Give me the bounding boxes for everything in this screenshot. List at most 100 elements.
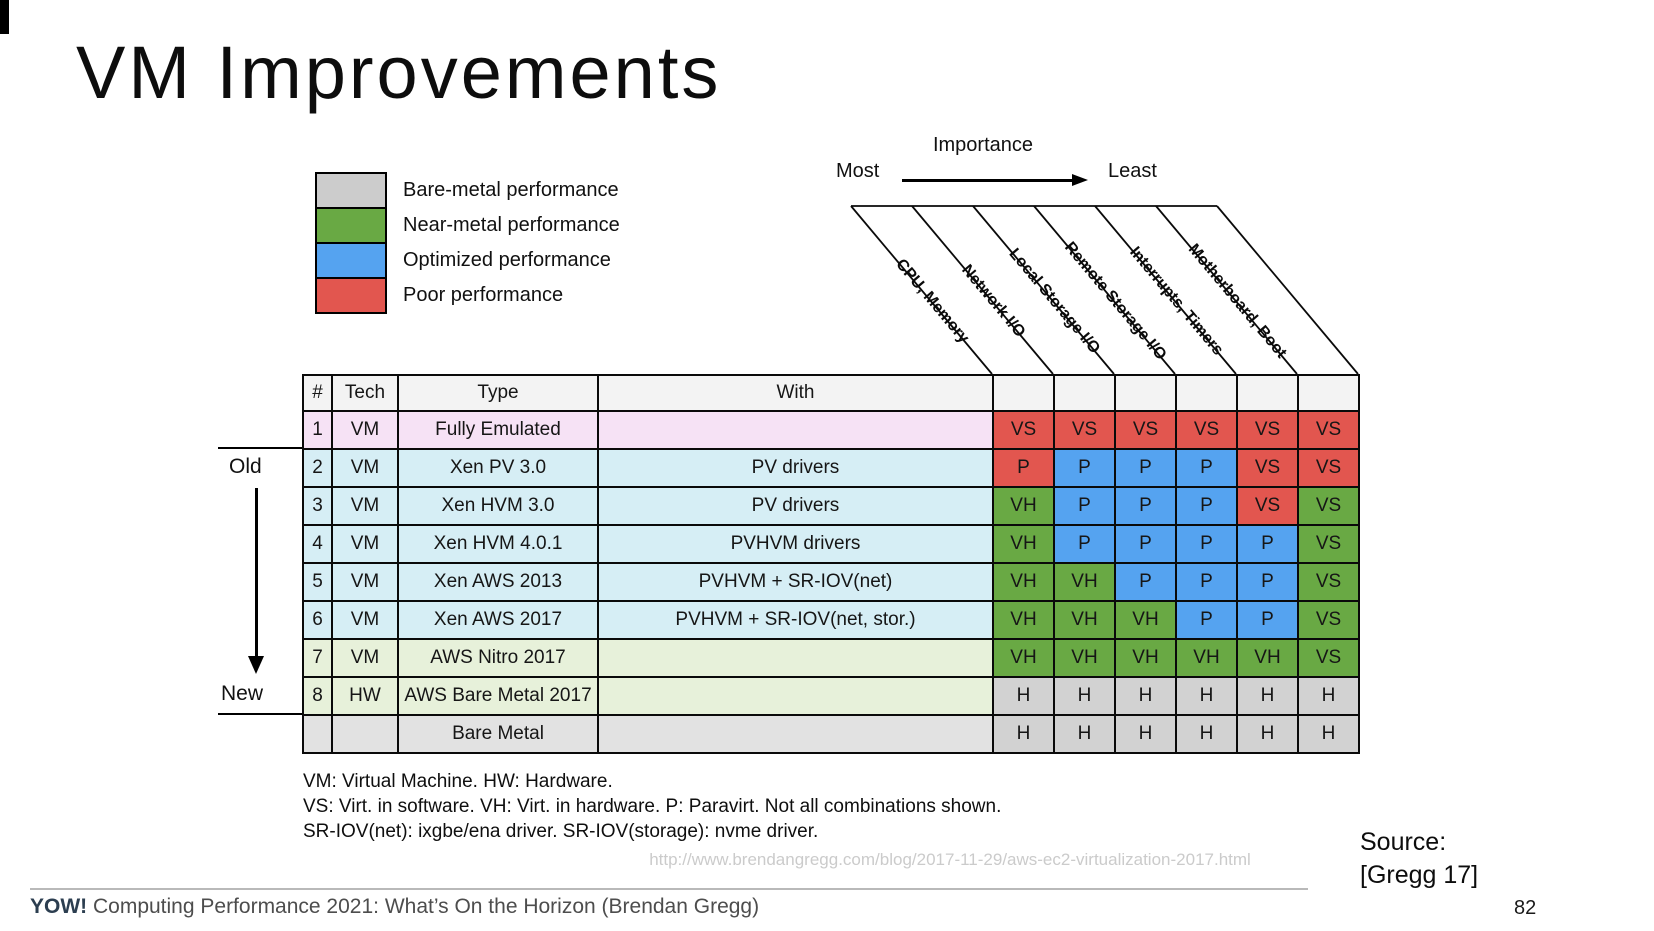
matrix-value-cell: P [1236,600,1299,640]
matrix-value-cell: H [1297,714,1360,754]
watermark-url: http://www.brendangregg.com/blog/2017-11… [649,850,1251,869]
legend-item: Optimized performance [315,242,620,279]
legend-swatch-poor [315,277,387,314]
matrix-value-cell: H [1114,676,1177,716]
matrix-header-value-col [1114,374,1177,412]
legend-label: Bare-metal performance [403,179,619,201]
timeline-new-label: New [221,682,264,705]
legend-label: Near-metal performance [403,214,620,236]
matrix-value-cell: H [1053,676,1116,716]
matrix-value-cell: P [1114,448,1177,488]
timeline-arrowhead-icon [248,656,264,674]
matrix-value-cell: VH [992,638,1055,678]
matrix-cell-type: Xen HVM 3.0 [397,486,599,526]
legend-swatch-optimized [315,242,387,279]
matrix-value-cell: H [1236,676,1299,716]
matrix-cell-tech: VM [331,600,399,640]
matrix-value-cell: H [1236,714,1299,754]
matrix-value-cell: VS [1297,448,1360,488]
legend-item: Poor performance [315,277,620,314]
importance-most-label: Most [836,160,880,182]
matrix-value-cell: P [1053,448,1116,488]
matrix-cell-tech: VM [331,486,399,526]
matrix-value-cell: H [1114,714,1177,754]
matrix-cell-num [302,714,333,754]
legend-item: Bare-metal performance [315,172,620,209]
matrix-value-cell: VS [1297,524,1360,564]
matrix-cell-type: Xen AWS 2013 [397,562,599,602]
legend-swatch-bare-metal [315,172,387,209]
matrix-header-with: With [597,374,994,412]
matrix-value-cell: VS [1114,410,1177,450]
timeline-bottom-tick [218,713,302,715]
matrix-cell-type: Xen PV 3.0 [397,448,599,488]
matrix-cell-num: 6 [302,600,333,640]
matrix-value-cell: VS [1175,410,1238,450]
matrix-value-cell: VS [1236,448,1299,488]
matrix-value-cell: P [1175,486,1238,526]
matrix-value-cell: VH [1114,600,1177,640]
timeline-arrow-line [255,488,258,658]
source-reference: [Gregg 17] [1360,861,1479,889]
matrix-value-cell: P [1236,524,1299,564]
matrix-value-cell: VS [992,410,1055,450]
matrix-header-row: # Tech Type With [302,374,1360,412]
footnotes: VM: Virtual Machine. HW: Hardware. VS: V… [303,769,1001,844]
screen-edge-artifact [0,0,9,34]
legend-swatch-near-metal [315,207,387,244]
matrix-value-cell: VH [1053,638,1116,678]
matrix-cell-type: Xen HVM 4.0.1 [397,524,599,564]
matrix-value-cell: P [1175,600,1238,640]
footer-divider [30,888,1308,890]
legend-item: Near-metal performance [315,207,620,244]
matrix-cell-tech: VM [331,638,399,678]
matrix-cell-tech: VM [331,410,399,450]
footnote-line: VM: Virtual Machine. HW: Hardware. [303,771,613,792]
matrix-value-cell: P [1236,562,1299,602]
matrix-value-cell: VS [1236,486,1299,526]
matrix-cell-num: 8 [302,676,333,716]
matrix-cell-type: AWS Bare Metal 2017 [397,676,599,716]
matrix-value-cell: P [1114,524,1177,564]
footnote-line: SR-IOV(net): ixgbe/ena driver. SR-IOV(st… [303,821,819,842]
matrix-cell-with: PVHVM + SR-IOV(net, stor.) [597,600,994,640]
matrix-value-cell: P [1053,524,1116,564]
matrix-cell-with: PV drivers [597,448,994,488]
matrix-value-cell: VS [1297,562,1360,602]
matrix-value-cell: VH [992,600,1055,640]
matrix-header-value-col [1175,374,1238,412]
source-label: Source: [1360,828,1447,856]
matrix-value-cell: P [1175,448,1238,488]
matrix-value-cell: VH [1175,638,1238,678]
matrix-value-cell: VH [992,486,1055,526]
matrix-cell-num: 2 [302,448,333,488]
matrix-cell-with: PVHVM drivers [597,524,994,564]
matrix-cell-type: Bare Metal [397,714,599,754]
matrix-value-cell: VH [1236,638,1299,678]
matrix-cell-with [597,410,994,450]
matrix-cell-tech: HW [331,676,399,716]
matrix-value-cell: VS [1297,486,1360,526]
matrix-cell-with [597,638,994,678]
importance-least-label: Least [1108,160,1157,182]
matrix-value-cell: P [1175,562,1238,602]
matrix-cell-with [597,676,994,716]
matrix-header-value-col [1297,374,1360,412]
legend-label: Poor performance [403,284,564,306]
matrix-header-tech: Tech [331,374,399,412]
importance-arrow-line [902,179,1074,182]
matrix-cell-type: Fully Emulated [397,410,599,450]
matrix-header-value-col [1053,374,1116,412]
matrix-cell-num: 1 [302,410,333,450]
matrix-cell-num: 7 [302,638,333,678]
matrix-cell-num: 4 [302,524,333,564]
page-number: 82 [1514,897,1537,919]
matrix-cell-tech [331,714,399,754]
matrix-cell-with [597,714,994,754]
